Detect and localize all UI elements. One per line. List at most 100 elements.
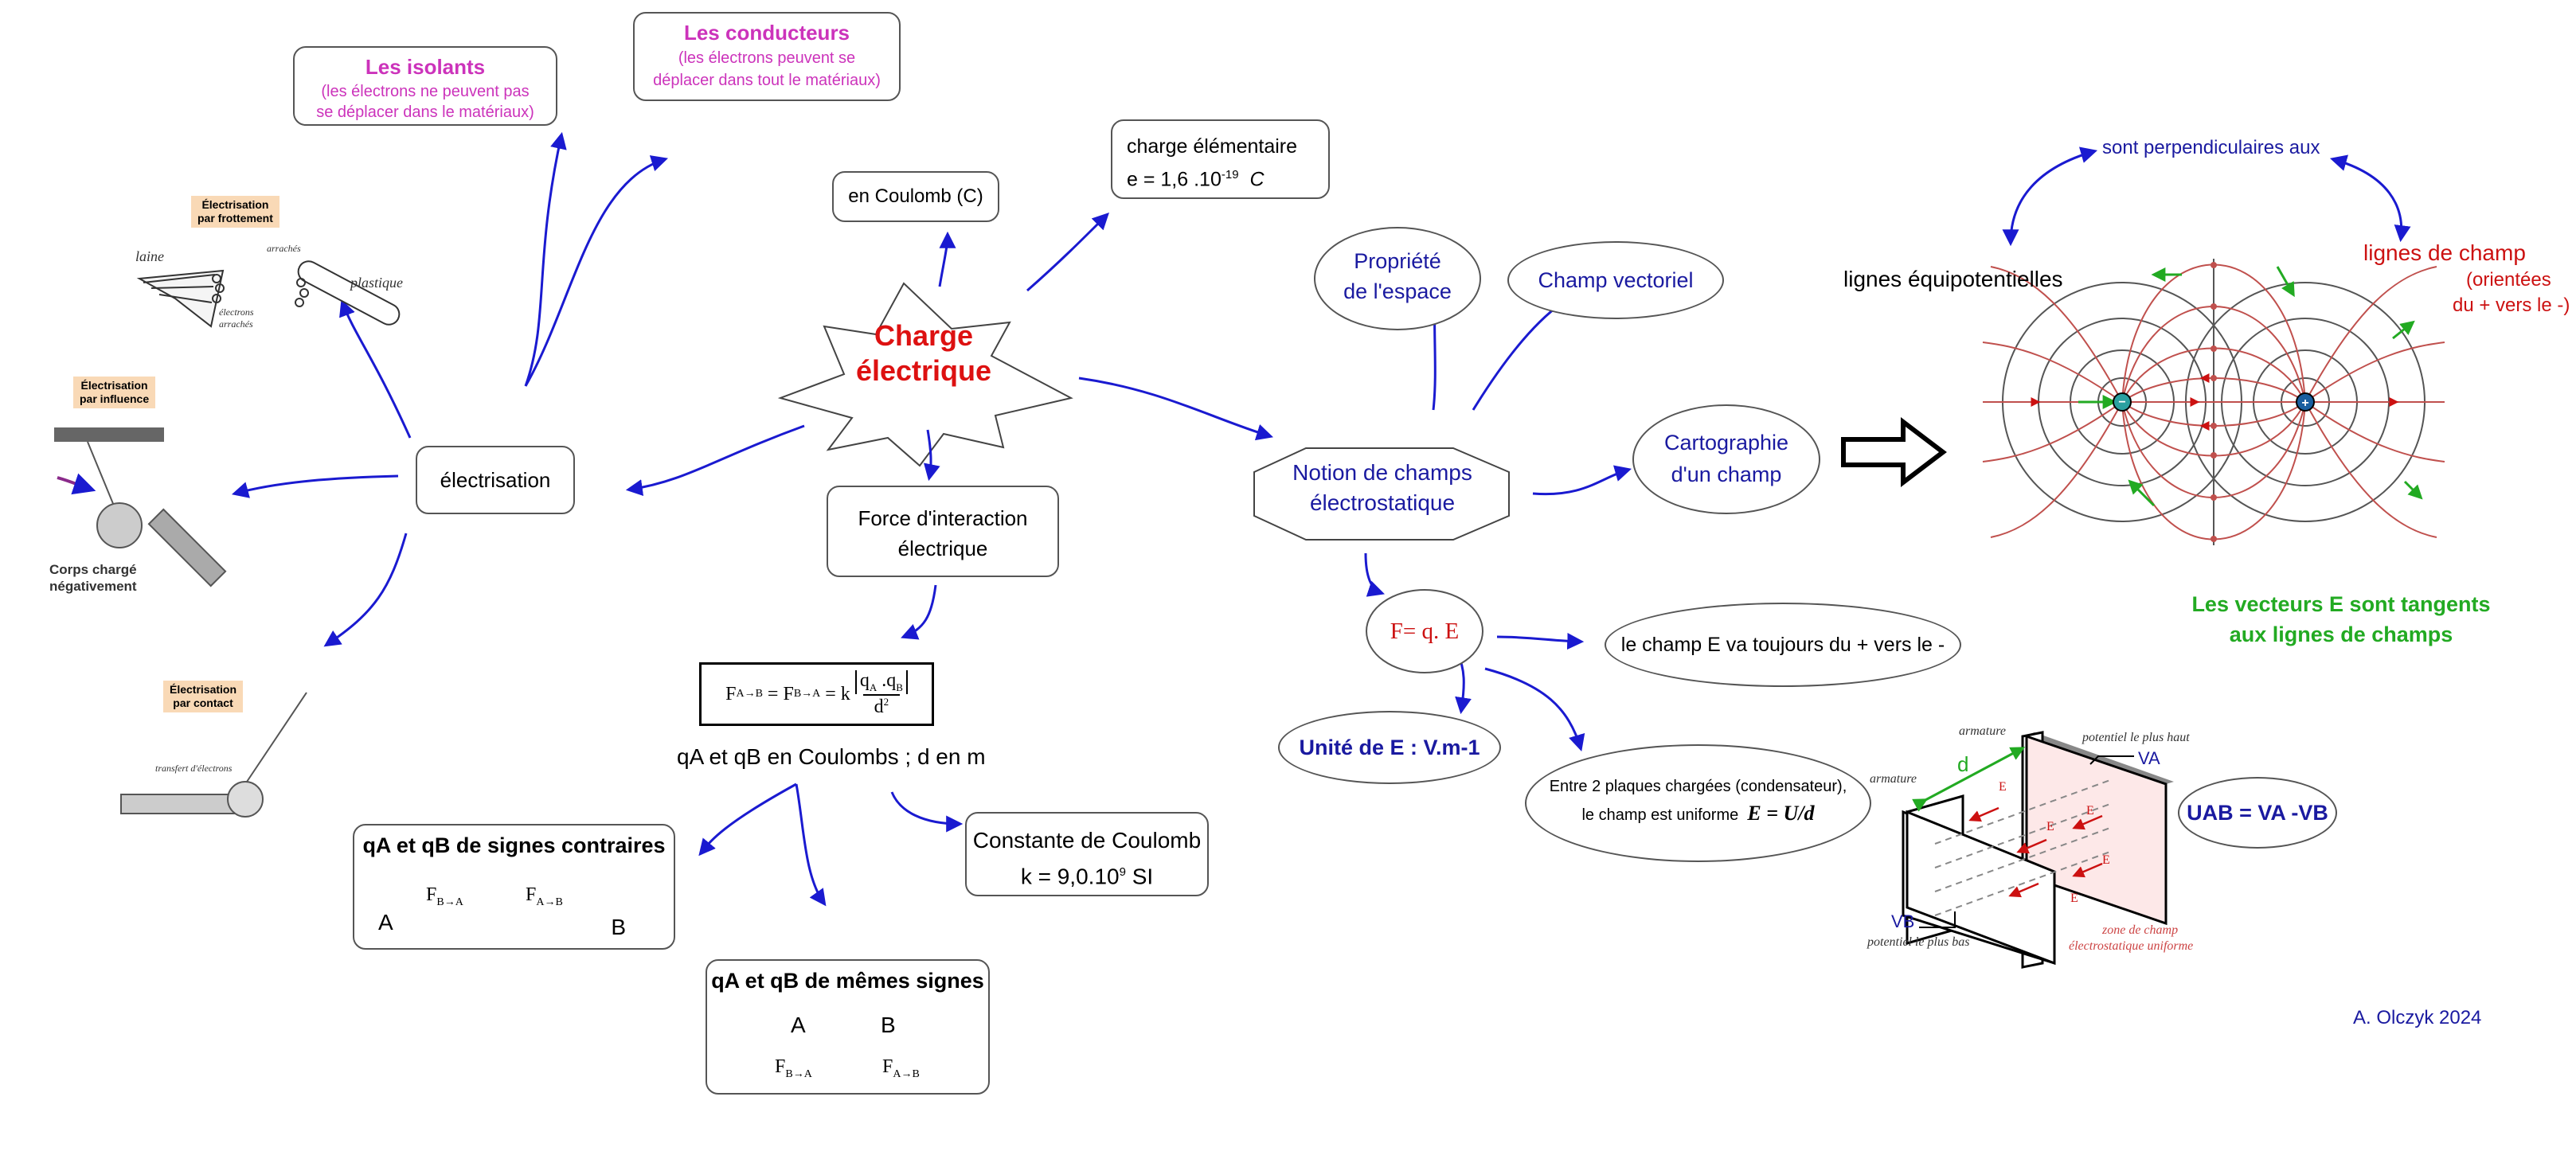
signes-contraires-title: qA et qB de signes contraires (362, 833, 666, 857)
cartographie-line2: d'un champ (1671, 462, 1782, 486)
equipotentielles-label: lignes équipotentielles (1843, 267, 2063, 291)
frottement-drawing (136, 260, 401, 328)
isolants-title: Les isolants (365, 55, 486, 79)
memes-signes-title: qA et qB de mêmes signes (711, 969, 984, 993)
implies-arrow (1841, 416, 1947, 488)
cartographie-node: Cartographie d'un champ (1632, 404, 1820, 514)
champ-vectoriel-node: Champ vectoriel (1507, 241, 1724, 319)
svg-text:+: + (2301, 396, 2308, 410)
isolants-node: Les isolants (les électrons ne peuvent p… (293, 46, 557, 126)
plaques-line1: Entre 2 plaques chargées (condensateur), (1549, 778, 1847, 795)
constante-node: Constante de Coulomb k = 9,0.109 SI (965, 812, 1209, 896)
force-line1: Force d'interaction (858, 506, 1028, 530)
conducteurs-desc2: déplacer dans tout le matériaux) (653, 72, 881, 89)
plaques-node: Entre 2 plaques chargées (condensateur),… (1525, 744, 1871, 862)
force-a-on-b: FA→B (526, 884, 563, 908)
va-label: VA (2138, 748, 2160, 768)
charge-b-label-2: B (881, 1013, 896, 1037)
isolants-desc1: (les électrons ne peuvent pas (321, 83, 530, 100)
potentiel-haut-label: potentiel le plus haut (2082, 731, 2190, 744)
author-credit: A. Olczyk 2024 (2353, 1007, 2482, 1028)
propriete-line1: Propriété (1354, 249, 1441, 273)
e-vector-label-2: E (2086, 804, 2094, 818)
central-topic-line1: Charge (874, 319, 974, 352)
propriete-node: Propriété de l'espace (1314, 227, 1481, 330)
unite-node: Unité de E : V.m-1 (1278, 711, 1501, 784)
force-node: Force d'interaction électrique (827, 486, 1059, 577)
electrisation-label: électrisation (440, 468, 551, 492)
formula-units: qA et qB en Coulombs ; d en m (677, 744, 986, 769)
central-topic-line2: électrique (855, 354, 992, 387)
conducteurs-desc1: (les électrons peuvent se (678, 49, 856, 67)
force-b-on-a-2: FB→A (775, 1056, 812, 1080)
constante-value: k = 9,0.109 SI (1020, 864, 1154, 889)
orientees-label: (orientées (2466, 269, 2551, 291)
e-vector-label-4: E (2102, 853, 2110, 867)
force-formula-node: F= q. E (1366, 589, 1483, 673)
armature-top-label: armature (1959, 724, 2006, 738)
central-topic: Charge électrique (844, 318, 1003, 388)
lignes-champ-label: lignes de champ (2363, 240, 2526, 265)
coulomb-unit-text: en Coulomb (C) (848, 185, 983, 207)
potentiel-bas-label: potentiel le plus bas (1867, 935, 1970, 949)
charge-star-shape (777, 282, 1073, 467)
force-a-on-b-2: FA→B (882, 1056, 920, 1080)
arraches-label-bottom: arrachés (219, 318, 253, 330)
contact-drawing (120, 692, 307, 818)
champ-direction-text: le champ E va toujours du + vers le - (1620, 634, 1945, 656)
unite-text: Unité de E : V.m-1 (1299, 736, 1480, 759)
charge-elementaire-value: e = 1,6 .10-19 C (1127, 168, 1265, 191)
uab-text: UAB = VA -VB (2187, 801, 2328, 825)
notion-octagon (1253, 447, 1510, 541)
charge-a-label-2: A (791, 1013, 806, 1037)
svg-text:−: − (2118, 396, 2125, 409)
e-vector-label-1: E (1999, 780, 2007, 794)
plastique-label: plastique (350, 275, 403, 291)
electrons-label: électrons (219, 306, 254, 318)
champ-direction-node: le champ E va toujours du + vers le - (1605, 603, 1961, 687)
laine-label: laine (135, 248, 164, 264)
memes-signes-node: qA et qB de mêmes signes A B FB→A FA→B (706, 959, 990, 1095)
electrisation-node: électrisation (416, 446, 575, 514)
armature-left-label: armature (1870, 772, 1917, 786)
capacitor-drawing (1902, 731, 2174, 969)
isolants-desc2: se déplacer dans le matériaux) (316, 103, 534, 121)
signes-contraires-node: qA et qB de signes contraires A B FB→A F… (353, 824, 675, 950)
charge-elementaire-node: charge élémentaire e = 1,6 .10-19 C (1111, 119, 1330, 199)
force-line2: électrique (897, 537, 988, 560)
charge-b-label: B (611, 915, 626, 939)
charge-a-label: A (378, 910, 393, 935)
perpendiculaires-label: sont perpendiculaires aux (2102, 137, 2320, 158)
champ-vectoriel-label: Champ vectoriel (1538, 268, 1694, 292)
e-vector-label-5: E (2070, 892, 2078, 905)
transfert-label: transfert d'électrons (155, 763, 233, 774)
force-formula: F= q. E (1390, 619, 1460, 644)
distance-label: d (1957, 752, 1969, 776)
uab-node: UAB = VA -VB (2178, 777, 2337, 849)
vb-label: VB (1891, 911, 1915, 931)
plaques-line2: le champ est uniforme E = U/d (1581, 802, 1815, 825)
propriete-line2: de l'espace (1343, 279, 1452, 303)
force-b-on-a: FB→A (426, 884, 463, 908)
coulomb-unit-node: en Coulomb (C) (832, 171, 999, 222)
conducteurs-title: Les conducteurs (683, 21, 850, 45)
zone-label-2: électrostatique uniforme (2069, 939, 2194, 953)
conducteurs-node: Les conducteurs (les électrons peuvent s… (633, 12, 901, 101)
cartographie-line1: Cartographie (1663, 431, 1789, 455)
arraches-label-top: arrachés (267, 243, 301, 254)
field-map: − + (1982, 259, 2445, 545)
constante-title: Constante de Coulomb (972, 828, 1202, 853)
charge-elementaire-title: charge élémentaire (1127, 135, 1298, 158)
influence-drawing (54, 427, 227, 587)
plus-vers-moins-label: du + vers le -) (2453, 295, 2570, 316)
perp-arrows (2002, 146, 2411, 247)
